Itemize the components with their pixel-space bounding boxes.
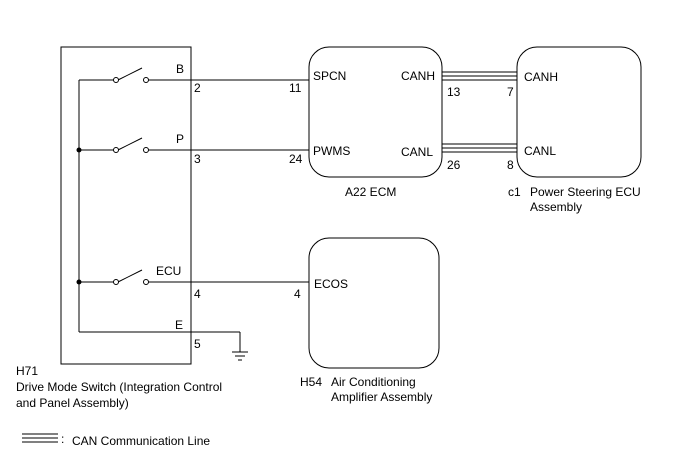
ecm-caption: A22 ECM bbox=[345, 185, 396, 199]
switch-name-line2: and Panel Assembly) bbox=[16, 396, 129, 410]
ecm-canh-pin: 13 bbox=[447, 85, 461, 99]
ps-name-line2: Assembly bbox=[530, 200, 582, 214]
ps-code: c1 bbox=[508, 185, 521, 199]
ac-name-line1: Air Conditioning bbox=[331, 375, 416, 389]
switch-ecu bbox=[79, 269, 191, 283]
contact-p-left bbox=[113, 147, 119, 153]
terminal-e-label: E bbox=[175, 318, 183, 332]
ps-canl-label: CANL bbox=[524, 144, 556, 158]
ecm-pwms-pin: 24 bbox=[289, 152, 303, 166]
contact-p-right bbox=[143, 147, 149, 153]
power-steering-box bbox=[516, 46, 642, 178]
ecm-pwms-label: PWMS bbox=[313, 144, 350, 158]
switch-name-line1: Drive Mode Switch (Integration Control bbox=[16, 380, 222, 394]
ps-name-line1: Power Steering ECU bbox=[530, 185, 641, 199]
ac-name-line2: Amplifier Assembly bbox=[331, 390, 432, 404]
ecm-canl-label: CANL bbox=[401, 145, 433, 159]
switch-code: H71 bbox=[16, 364, 38, 378]
terminal-ecu-pin: 4 bbox=[194, 287, 201, 301]
wire-e-ground bbox=[191, 331, 248, 361]
ecm-spcn-pin: 11 bbox=[289, 81, 302, 95]
ecm-canl-pin: 26 bbox=[447, 158, 461, 172]
ac-amplifier-box bbox=[308, 237, 440, 369]
terminal-p-label: P bbox=[176, 132, 184, 146]
junction-dot-p bbox=[76, 147, 82, 153]
legend-text: CAN Communication Line bbox=[72, 434, 210, 448]
legend-can-symbol bbox=[22, 433, 58, 443]
contact-b-right bbox=[143, 77, 149, 83]
terminal-e-pin: 5 bbox=[194, 337, 201, 351]
terminal-b-label: B bbox=[176, 62, 184, 76]
ac-ecos-pin: 4 bbox=[294, 287, 301, 301]
ac-code: H54 bbox=[300, 375, 322, 389]
switch-box bbox=[60, 46, 192, 365]
switch-b bbox=[79, 67, 191, 81]
contact-b-left bbox=[113, 77, 119, 83]
ecm-canh-label: CANH bbox=[401, 69, 435, 83]
contact-ecu-right bbox=[143, 279, 149, 285]
can-high-line bbox=[442, 71, 517, 81]
ac-ecos-label: ECOS bbox=[314, 277, 348, 291]
ps-canh-label: CANH bbox=[524, 70, 558, 84]
junction-dot-ecu bbox=[76, 279, 82, 285]
ps-canh-pin: 7 bbox=[507, 85, 514, 99]
terminal-b-pin: 2 bbox=[194, 81, 201, 95]
terminal-ecu-label: ECU bbox=[156, 264, 181, 278]
switch-p bbox=[79, 137, 191, 151]
can-low-line bbox=[442, 143, 517, 153]
ecm-spcn-label: SPCN bbox=[313, 69, 346, 83]
contact-ecu-left bbox=[113, 279, 119, 285]
ps-canl-pin: 8 bbox=[507, 158, 514, 172]
ecm-box bbox=[308, 46, 443, 178]
terminal-p-pin: 3 bbox=[194, 152, 201, 166]
legend-colon: : bbox=[61, 432, 64, 446]
